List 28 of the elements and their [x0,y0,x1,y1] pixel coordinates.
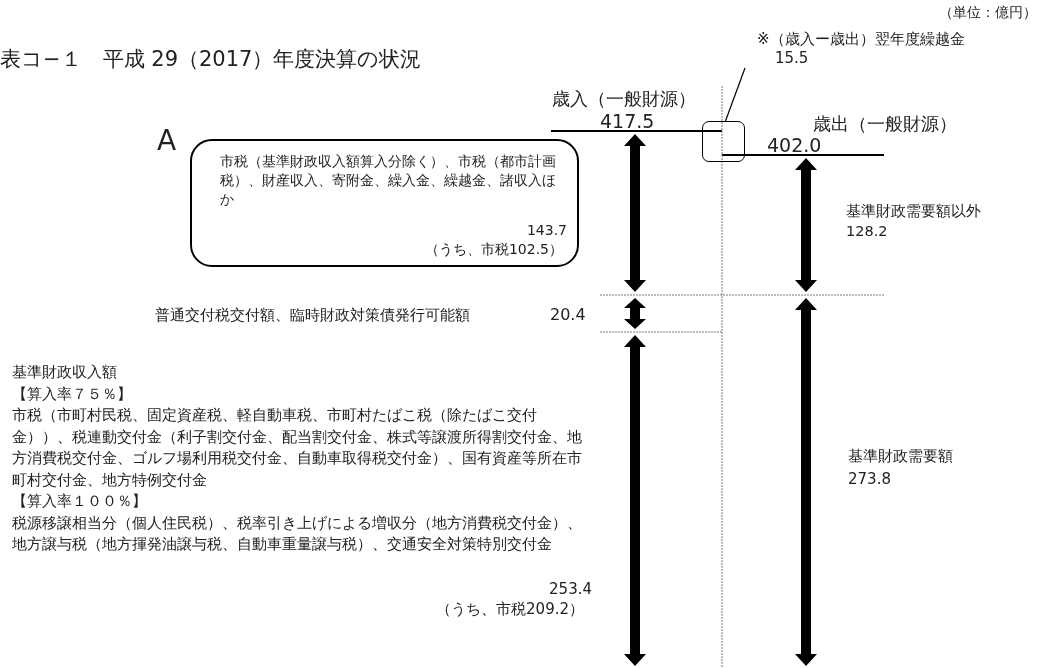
leader-line [724,67,746,122]
item-text: 基準財政需要額 [848,448,953,466]
amount-text: 402.0 [767,134,822,157]
item-text: 【算入率７５％】 [12,383,132,405]
amount-text: 273.8 [848,470,891,488]
rounded-box [190,139,579,267]
heading-text: 歳出（一般財源） [813,113,957,135]
box-text: 市税（基準財政収入額算入分除く）、市税（都市計画税）、財産収入、寄附金、繰入金、繰越金、諸収入ほか [220,152,557,209]
amount-text: （うち、市税209.2） [436,600,584,618]
paragraph-text: 市税（市町村民税、固定資産税、軽自動車税、市町村たばこ税（除たばこ交付金））、税連動交付金（利子割交付金、配当割交付金、株式等譲渡所得割交付金、地方消費税交付金、ゴルフ場利用税交付金、自動車取得税交付金）、国有資産等所在市町村交付金、地方特例交付金 [12,405,583,491]
item-text: 【算入率１００％】 [12,491,147,512]
item-text: 基準財政収入額 [12,362,117,383]
amount-text: 253.4 [549,580,592,598]
amount-text: 143.7 [525,221,567,240]
callout-letter: A [157,124,177,158]
amount-text: （うち、市税102.5） [423,240,563,259]
heading-text: 歳入（一般財源） [552,88,696,110]
title: 表コ−１ 平成 29（2017）年度決算の状況 [0,47,422,73]
item-text: 普通交付税交付額、臨時財政対策債発行可能額 [155,307,470,325]
unit-text: （単位：億円） [939,4,1037,21]
small-box [702,121,745,162]
amount-text: 15.5 [774,49,810,68]
item-text: 基準財政需要額以外 [846,203,981,221]
amount-text: 128.2 [846,223,888,241]
paragraph-text: 税源移譲相当分（個人住民税）、税率引き上げによる増収分（地方消費税交付金）、地方譲与税（地方揮発油譲与税、自動車重量譲与税）、交通安全対策特別交付金 [12,512,583,555]
note-text: ※（歳入ー歳出）翌年度繰越金 [757,30,965,49]
amount-text: 20.4 [550,305,586,325]
amount-text: 417.5 [600,110,655,133]
